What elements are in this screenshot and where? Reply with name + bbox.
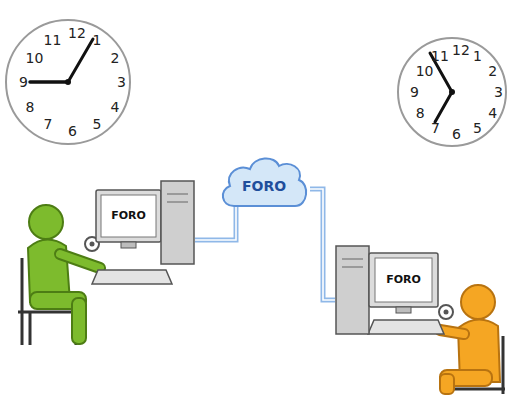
orange-person bbox=[440, 285, 500, 394]
network-cable bbox=[310, 189, 335, 300]
network-cable bbox=[310, 189, 335, 300]
computer-screen: FORO bbox=[335, 245, 440, 335]
keyboard bbox=[368, 320, 444, 334]
clock-pin bbox=[449, 89, 455, 95]
clock-hand bbox=[68, 39, 93, 82]
network-cable bbox=[195, 207, 236, 240]
node-text: FORO bbox=[218, 177, 310, 195]
webcam bbox=[90, 242, 95, 247]
green-person bbox=[28, 205, 100, 344]
keyboard bbox=[92, 270, 172, 284]
clock-face bbox=[398, 38, 506, 146]
chair bbox=[29, 312, 32, 345]
computer bbox=[95, 180, 195, 265]
chair bbox=[450, 388, 505, 391]
clock-hand bbox=[30, 80, 68, 84]
chair bbox=[502, 336, 505, 394]
chair bbox=[21, 258, 24, 345]
clock-hand bbox=[430, 53, 452, 92]
computer bbox=[335, 245, 440, 335]
cloud: FORO bbox=[218, 153, 310, 207]
node-text: FORO bbox=[375, 273, 432, 287]
network-cable bbox=[195, 207, 236, 240]
clock-pin bbox=[65, 79, 71, 85]
webcam bbox=[444, 310, 449, 315]
network-cable bbox=[195, 207, 236, 240]
clock-face bbox=[6, 20, 130, 144]
node-text: FORO bbox=[101, 209, 156, 223]
webcam bbox=[439, 305, 453, 319]
computer-screen: FORO bbox=[95, 180, 195, 265]
network-cable bbox=[310, 189, 335, 300]
clock-hand bbox=[435, 92, 452, 122]
